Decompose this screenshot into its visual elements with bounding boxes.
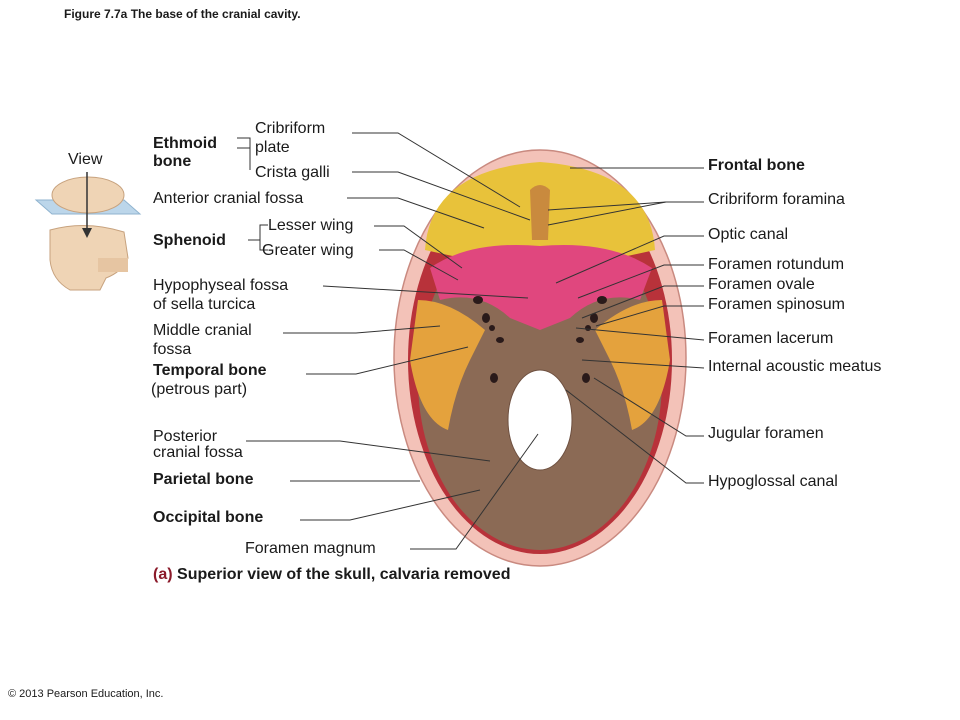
foramina-dots: [473, 296, 607, 383]
optic-canal-label: Optic canal: [708, 226, 789, 243]
foramen-rotundum-label: Foramen rotundum: [708, 256, 845, 273]
cribriform-foramina-label: Cribriform foramina: [708, 191, 845, 208]
view-orientation-icon: [34, 172, 142, 291]
anterior-cranial-fossa-label: Anterior cranial fossa: [153, 190, 304, 207]
jugular-foramen-label: Jugular foramen: [708, 425, 824, 442]
subcaption-text: Superior view of the skull, calvaria rem…: [177, 566, 511, 583]
crista-galli-shape: [530, 185, 550, 240]
hypoglossal-canal-label: Hypoglossal canal: [708, 473, 838, 490]
foramen-magnum-label: Foramen magnum: [245, 540, 376, 557]
posterior-cranial-fossa-label-line1: Posterior: [153, 428, 218, 445]
internal-acoustic-meatus-label: Internal acoustic meatus: [708, 358, 882, 375]
lesser-wing-label: Lesser wing: [268, 217, 354, 234]
occipital-bone-label: Occipital bone: [153, 509, 264, 526]
cribriform-plate-label-line2: plate: [255, 139, 290, 156]
temporal-bone-left: [410, 300, 485, 430]
crista-galli-label: Crista galli: [255, 164, 330, 181]
foramen-magnum-opening: [507, 369, 573, 471]
middle-cranial-fossa-label-line2: fossa: [153, 341, 192, 358]
sphenoid-label: Sphenoid: [153, 232, 226, 249]
petrous-part-label: (petrous part): [151, 381, 248, 398]
foramen-spinosum-label: Foramen spinosum: [708, 296, 845, 313]
foramen-lacerum-label: Foramen lacerum: [708, 330, 834, 347]
posterior-cranial-fossa-label-line2: cranial fossa: [153, 444, 243, 461]
leader-lines-left: [237, 132, 539, 550]
ethmoid-label-line2: bone: [153, 153, 192, 170]
leader-lines-right: [547, 167, 705, 484]
parietal-bone-label: Parietal bone: [153, 471, 254, 488]
sphenoid-bone-region: [430, 244, 652, 330]
cribriform-plate-label-line1: Cribriform: [255, 120, 326, 137]
temporal-bone-right: [595, 300, 670, 430]
temporal-bone-label: Temporal bone: [153, 362, 267, 379]
copyright-notice: © 2013 Pearson Education, Inc.: [8, 688, 164, 700]
figure-caption: Figure 7.7a The base of the cranial cavi…: [64, 7, 301, 21]
subcaption: (a) Superior view of the skull, calvaria…: [153, 566, 510, 584]
view-label: View: [68, 151, 103, 168]
hypophyseal-fossa-label-line2: of sella turcica: [153, 296, 256, 313]
foramen-ovale-label: Foramen ovale: [708, 276, 815, 293]
hypophyseal-fossa-label-line1: Hypophyseal fossa: [153, 277, 289, 294]
middle-cranial-fossa-label-line1: Middle cranial: [153, 322, 252, 339]
frontal-bone-label: Frontal bone: [708, 157, 805, 174]
ethmoid-label-line1: Ethmoid: [153, 135, 217, 152]
greater-wing-label: Greater wing: [262, 242, 354, 259]
subcaption-letter: (a): [153, 566, 173, 583]
